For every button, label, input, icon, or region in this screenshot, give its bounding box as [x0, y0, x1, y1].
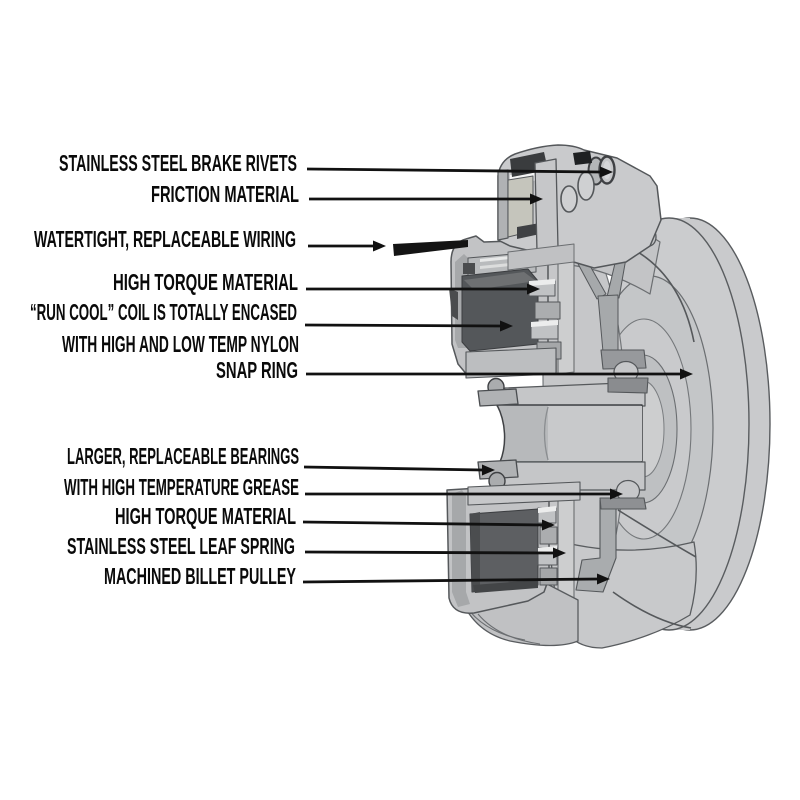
svg-text:HIGH TORQUE MATERIAL: HIGH TORQUE MATERIAL [115, 503, 296, 529]
svg-text:WATERTIGHT, REPLACEABLE WIRING: WATERTIGHT, REPLACEABLE WIRING [34, 226, 296, 252]
svg-text:SNAP RING: SNAP RING [216, 357, 298, 383]
svg-text:WITH HIGH TEMPERATURE GREASE: WITH HIGH TEMPERATURE GREASE [64, 474, 299, 500]
svg-text:MACHINED BILLET PULLEY: MACHINED BILLET PULLEY [104, 563, 296, 589]
svg-text:LARGER, REPLACEABLE BEARINGS: LARGER, REPLACEABLE BEARINGS [67, 443, 299, 469]
svg-text:“RUN COOL” COIL IS TOTALLY ENC: “RUN COOL” COIL IS TOTALLY ENCASED [30, 299, 297, 325]
svg-text:STAINLESS STEEL BRAKE RIVETS: STAINLESS STEEL BRAKE RIVETS [59, 150, 297, 176]
svg-text:WITH HIGH AND LOW TEMP NYLON: WITH HIGH AND LOW TEMP NYLON [62, 331, 299, 357]
svg-text:HIGH TORQUE MATERIAL: HIGH TORQUE MATERIAL [113, 269, 298, 295]
svg-text:FRICTION MATERIAL: FRICTION MATERIAL [151, 181, 299, 207]
svg-text:STAINLESS STEEL LEAF SPRING: STAINLESS STEEL LEAF SPRING [67, 533, 295, 559]
